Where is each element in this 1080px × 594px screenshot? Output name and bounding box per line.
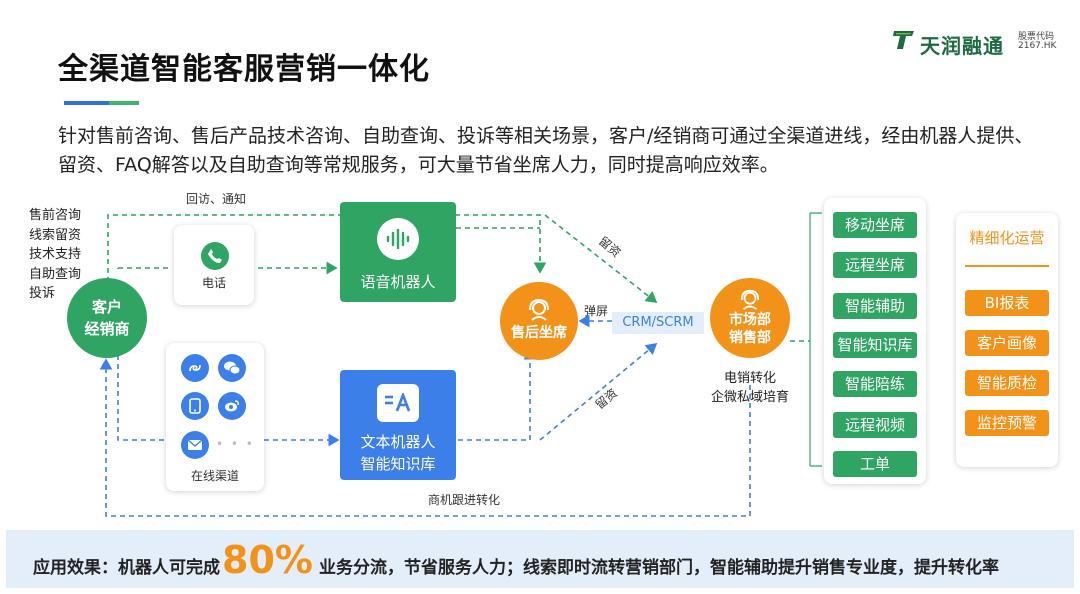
feature-smart-assist: 智能辅助 [833, 293, 917, 319]
crm-scrm-label: CRM/SCRM [612, 312, 704, 334]
feature-smart-training: 智能陪练 [833, 371, 917, 397]
feature-remote-agent: 远程坐席 [833, 252, 917, 278]
inquiry-item: 投诉 [29, 286, 56, 301]
wechat-icon [218, 354, 246, 382]
ops-monitoring-alert: 监控预警 [965, 410, 1049, 436]
marketing-label: 市场部 [729, 312, 771, 328]
ops-quality-inspection: 智能质检 [965, 370, 1049, 396]
voice-robot-label: 语音机器人 [360, 273, 436, 291]
after-sales-agent-label: 售后坐席 [511, 325, 567, 341]
page-title: 全渠道智能客服营销一体化 [58, 52, 430, 87]
company-name: 天润融通 [920, 34, 1004, 58]
follow-up-line [99, 358, 751, 517]
stock-code: 2167.HK [1018, 41, 1057, 51]
email-icon [181, 431, 209, 459]
phone-label: 电话 [201, 276, 226, 290]
more-channels-icon: • • • [216, 437, 255, 451]
operations-divider [965, 265, 1049, 267]
online-channel-label: 在线渠道 [190, 469, 239, 483]
text-to-aftersales-line [458, 348, 537, 441]
phone-channel-card: 电话 [174, 225, 254, 305]
text-robot-box: 文本机器人 智能知识库 [340, 370, 456, 480]
headset-agent-icon [740, 289, 760, 310]
mobile-app-icon [181, 392, 209, 420]
customer-label: 客户 [91, 298, 122, 316]
ops-customer-profile: 客户画像 [965, 330, 1049, 356]
text-to-crm-line [539, 342, 658, 441]
inquiry-item: 技术支持 [29, 247, 82, 262]
customer-node: 客户 经销商 [67, 278, 147, 358]
result-prefix: 应用效果：机器人可完成 [33, 558, 220, 578]
operations-title: 精细化运营 [969, 229, 1045, 247]
title-underline [64, 101, 139, 105]
marketing-caption: 电销转化 企微私域培育 [700, 369, 800, 407]
feature-remote-video: 远程视频 [833, 412, 917, 438]
dealer-label: 经销商 [84, 320, 130, 338]
ops-bi-report: BI报表 [965, 290, 1049, 316]
popup-label: 弹屏 [584, 304, 609, 318]
result-text: 应用效果：机器人可完成 80% 业务分流，节省服务人力；线索即时流转营销部门，智… [33, 538, 999, 582]
sales-label: 销售部 [729, 330, 771, 346]
inquiry-type-list: 售前咨询 线索留资 技术支持 自助查询 投诉 [29, 206, 81, 304]
sound-wave-icon [377, 218, 419, 260]
feature-knowledge-base: 智能知识库 [833, 332, 917, 358]
callback-label: 回访、通知 [186, 192, 247, 206]
company-logo-icon [892, 28, 916, 52]
inquiry-item: 自助查询 [29, 266, 82, 282]
feature-work-order: 工单 [833, 451, 917, 477]
feature-mobile-agent: 移动坐席 [833, 212, 917, 238]
result-banner [6, 530, 1074, 588]
voice-to-crm-line [544, 214, 658, 303]
result-highlight: 80% [222, 538, 313, 582]
marketing-sales-node: 市场部 销售部 [710, 278, 790, 358]
follow-up-label: 商机跟进转化 [428, 493, 501, 507]
phone-icon [201, 242, 229, 270]
result-suffix: 业务分流，节省服务人力；线索即时流转营销部门，智能辅助提升销售专业度，提升转化率 [318, 558, 999, 578]
mini-program-icon [181, 354, 209, 382]
callback-line [107, 214, 547, 300]
agent-features-panel: 移动坐席 远程坐席 智能辅助 智能知识库 智能陪练 远程视频 工单 [824, 198, 926, 484]
headset-agent-icon [529, 298, 549, 321]
voice-robot-box: 语音机器人 [340, 202, 456, 302]
weibo-icon [218, 392, 246, 420]
knowledge-base-label: 智能知识库 [360, 455, 436, 473]
after-sales-agent-node: 售后坐席 [500, 282, 578, 360]
intro-text: 针对售前咨询、售后产品技术咨询、自助查询、投诉等相关场景，客户/经销商可通过全渠… [58, 125, 1034, 176]
stock-label: 股票代码 [1018, 32, 1055, 42]
inquiry-item: 线索留资 [29, 227, 82, 243]
text-robot-label: 文本机器人 [360, 433, 436, 451]
telesales-caption: 电销转化 [723, 371, 776, 386]
operations-panel: 精细化运营 BI报表 客户画像 智能质检 监控预警 [956, 213, 1058, 467]
online-channel-card: • • • 在线渠道 [166, 343, 264, 491]
private-domain-caption: 企微私域培育 [710, 390, 789, 405]
inquiry-item: 售前咨询 [29, 208, 82, 223]
text-bot-icon [377, 384, 419, 422]
